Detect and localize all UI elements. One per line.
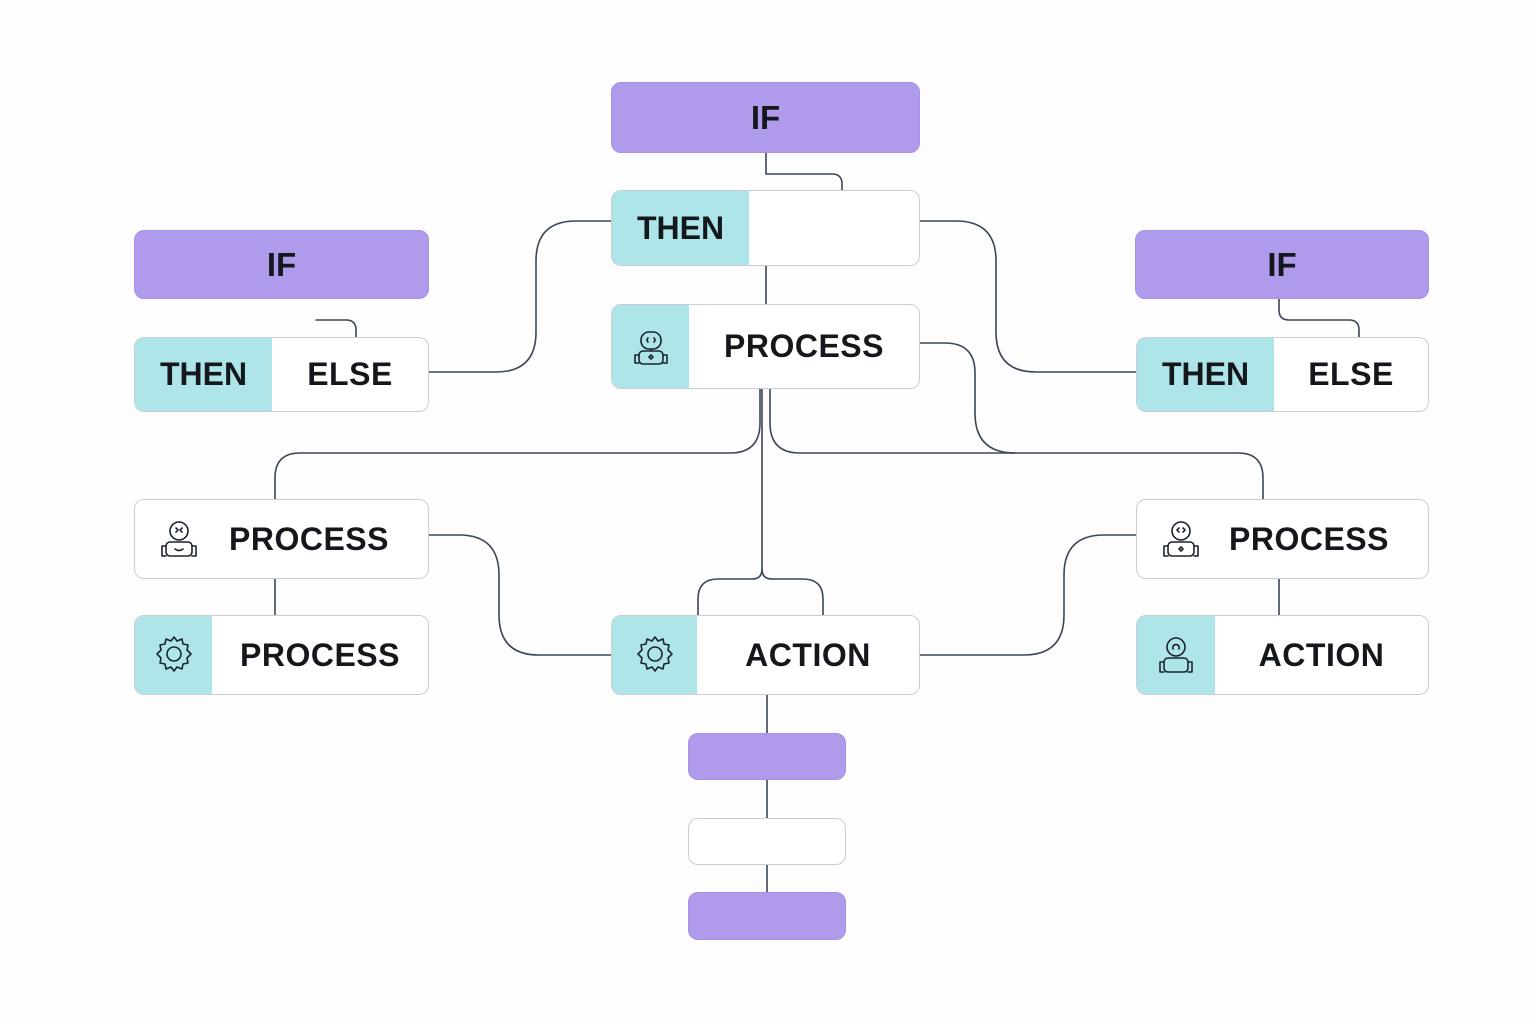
left-if-node[interactable]: IF	[134, 230, 429, 299]
top-if-node[interactable]: IF	[611, 82, 920, 153]
right-if-node[interactable]: IF	[1135, 230, 1429, 299]
connector-top-if-then	[765, 152, 843, 191]
top-then-cell: THEN	[612, 191, 749, 265]
connector-process-action-b	[761, 568, 824, 616]
robot-icon	[135, 500, 223, 578]
left-if-label: IF	[266, 245, 297, 283]
center-action-node[interactable]: ACTION	[611, 615, 920, 695]
right-action-label: ACTION	[1258, 636, 1385, 673]
center-action-label: ACTION	[745, 636, 871, 673]
left-process-node[interactable]: PROCESS	[134, 499, 429, 579]
connector-left-process-action	[428, 534, 612, 656]
left-process-sub-label: PROCESS	[240, 636, 400, 673]
connector-right-process-action	[919, 534, 1137, 656]
connector-process-right-process	[769, 388, 1264, 500]
top-then-label: THEN	[636, 209, 725, 246]
right-process-node[interactable]: PROCESS	[1136, 499, 1429, 579]
right-else-label: ELSE	[1308, 356, 1394, 392]
right-else-cell[interactable]: ELSE	[1274, 338, 1428, 411]
right-process-label: PROCESS	[1229, 520, 1389, 557]
top-if-label: IF	[750, 98, 781, 136]
connector-left-if-branch	[315, 319, 357, 338]
connector-right-if-branch	[1278, 298, 1360, 338]
connector-then-left-branch	[428, 220, 612, 373]
left-else-cell[interactable]: ELSE	[272, 338, 428, 411]
connector-process-side-loop	[919, 342, 1016, 454]
bottom-condition-node-2[interactable]	[688, 892, 846, 940]
left-else-label: ELSE	[307, 356, 393, 392]
right-then-label: THEN	[1161, 356, 1250, 392]
connector-process-action	[697, 388, 763, 616]
gear-icon	[135, 616, 212, 694]
robot-icon	[612, 305, 689, 388]
left-then-label: THEN	[159, 356, 248, 392]
left-process-label-cell: PROCESS	[223, 500, 428, 578]
connector-process-left-process	[274, 388, 761, 500]
center-process-label: PROCESS	[724, 328, 884, 364]
gear-icon	[612, 616, 697, 694]
center-process-label-cell: PROCESS	[689, 305, 919, 388]
bottom-step-node[interactable]	[688, 818, 846, 865]
right-action-node[interactable]: ACTION	[1136, 615, 1429, 695]
right-action-label-cell: ACTION	[1215, 616, 1428, 694]
left-branch-node[interactable]: THEN ELSE	[134, 337, 429, 412]
left-process-sub-label-cell: PROCESS	[212, 616, 428, 694]
top-then-empty-cell	[749, 191, 919, 265]
right-if-label: IF	[1267, 245, 1297, 283]
robot-icon	[1137, 500, 1225, 578]
left-then-cell[interactable]: THEN	[135, 338, 272, 411]
top-then-node[interactable]: THEN	[611, 190, 920, 266]
left-process-sub-node[interactable]: PROCESS	[134, 615, 429, 695]
bottom-condition-node-1[interactable]	[688, 733, 846, 780]
right-branch-node[interactable]: THEN ELSE	[1136, 337, 1429, 412]
center-process-node[interactable]: PROCESS	[611, 304, 920, 389]
connector-then-right-branch	[919, 220, 1137, 373]
center-action-label-cell: ACTION	[697, 616, 919, 694]
right-then-cell[interactable]: THEN	[1137, 338, 1274, 411]
robot-icon	[1137, 616, 1215, 694]
right-process-label-cell: PROCESS	[1225, 500, 1428, 578]
left-process-label: PROCESS	[229, 520, 389, 557]
